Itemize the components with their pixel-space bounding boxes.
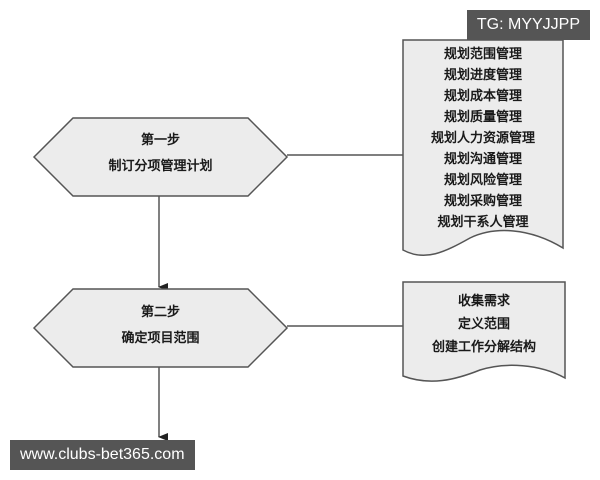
doc2-item: 收集需求 bbox=[457, 294, 510, 309]
doc1-item: 规划质量管理 bbox=[443, 110, 522, 125]
doc1-item: 规划进度管理 bbox=[443, 68, 522, 83]
step-2-subtitle: 确定项目范围 bbox=[121, 331, 200, 346]
document-1-shape bbox=[402, 39, 564, 257]
watermark-top: TG: MYYJJPP bbox=[466, 10, 590, 40]
doc1-item: 规划范围管理 bbox=[443, 47, 522, 62]
doc1-item: 规划沟通管理 bbox=[443, 152, 522, 167]
doc2-item: 创建工作分解结构 bbox=[431, 340, 536, 355]
doc1-item: 规划干系人管理 bbox=[437, 215, 529, 230]
step-2-label: 第二步 确定项目范围 bbox=[73, 300, 248, 352]
doc2-item: 定义范围 bbox=[457, 317, 510, 332]
watermark-bottom: www.clubs-bet365.com bbox=[10, 440, 195, 470]
doc1-item: 规划采购管理 bbox=[443, 194, 522, 209]
document-2-list: 收集需求 定义范围 创建工作分解结构 bbox=[403, 290, 565, 359]
step-1-title: 第一步 bbox=[140, 133, 180, 148]
doc1-item: 规划风险管理 bbox=[443, 173, 522, 188]
doc1-item: 规划成本管理 bbox=[443, 89, 522, 104]
document-2-shape bbox=[402, 281, 566, 382]
step-2-hexagon bbox=[32, 288, 289, 368]
doc1-item: 规划人力资源管理 bbox=[430, 131, 535, 146]
step-2-title: 第二步 bbox=[140, 305, 180, 320]
document-1-list: 规划范围管理 规划进度管理 规划成本管理 规划质量管理 规划人力资源管理 规划沟… bbox=[403, 44, 563, 233]
step-1-hexagon bbox=[32, 117, 289, 197]
step-1-label: 第一步 制订分项管理计划 bbox=[73, 128, 248, 180]
step-1-subtitle: 制订分项管理计划 bbox=[108, 159, 213, 174]
